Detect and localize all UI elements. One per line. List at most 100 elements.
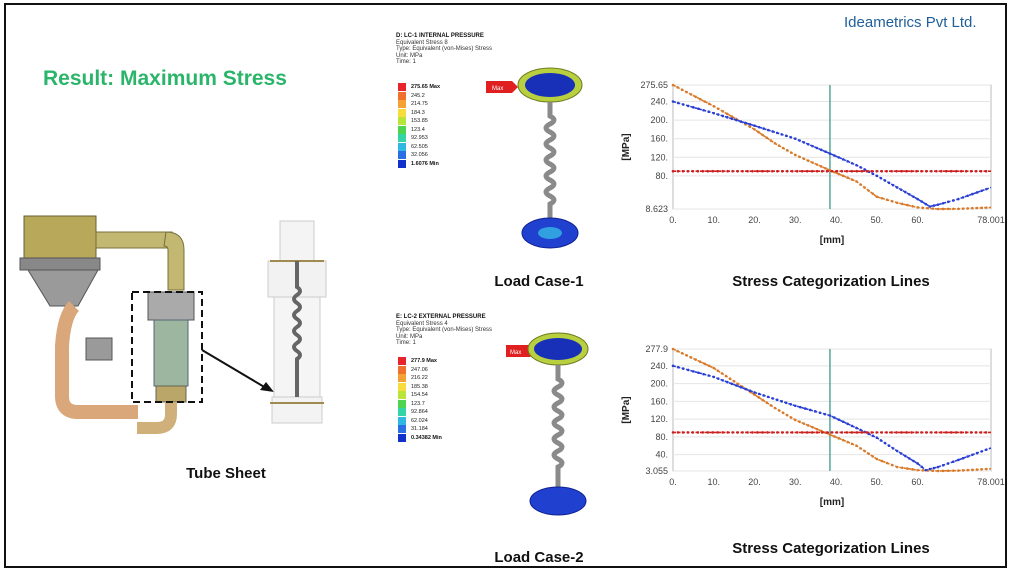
series-point xyxy=(911,204,914,208)
series-point xyxy=(781,411,785,415)
series-point xyxy=(911,468,914,471)
legend-label: 62.024 xyxy=(411,417,428,424)
series-point xyxy=(766,431,769,434)
lc2-max-tag: Max xyxy=(510,350,521,356)
series-point xyxy=(974,431,978,434)
series-point xyxy=(776,431,779,434)
series-point xyxy=(681,103,685,106)
series-point xyxy=(830,169,834,173)
series-point xyxy=(880,459,884,463)
series-point xyxy=(985,187,988,191)
series-point xyxy=(850,424,854,428)
callout-arrow-line xyxy=(201,349,267,389)
series-point xyxy=(716,377,720,380)
lc1-coil xyxy=(543,102,557,234)
series-point xyxy=(850,161,854,165)
legend-row: 92.953 xyxy=(398,134,428,142)
legend-row: 62.024 xyxy=(398,416,428,425)
series-point xyxy=(815,427,819,431)
legend-label: 92.953 xyxy=(411,135,428,141)
series-point xyxy=(712,375,716,379)
series-point xyxy=(906,467,909,470)
left-pipe xyxy=(55,301,138,419)
series-point xyxy=(921,469,925,472)
series-point xyxy=(959,431,963,434)
series-point xyxy=(920,465,923,469)
series-point xyxy=(780,400,784,403)
legend-swatch xyxy=(398,408,406,416)
series-point xyxy=(689,356,693,359)
series-point xyxy=(928,467,932,471)
vessel-flange xyxy=(19,257,101,271)
series-point xyxy=(824,167,827,170)
x-tick-label: 78.001 xyxy=(977,215,1005,225)
series-point xyxy=(686,104,690,108)
legend-row: 123.4 xyxy=(398,125,425,134)
y-tick-label: 40. xyxy=(655,450,668,460)
series-point xyxy=(949,431,953,434)
legend-row: 62.505 xyxy=(398,142,428,151)
legend-swatch xyxy=(398,142,406,151)
legend-label: 153.85 xyxy=(411,118,428,124)
lc1-top-sheet-face xyxy=(525,73,575,97)
series-point xyxy=(819,148,823,152)
series-point xyxy=(748,123,752,126)
series-point xyxy=(885,431,888,434)
legend-row: 32.056 xyxy=(398,151,428,159)
series-point xyxy=(707,364,711,368)
series-point xyxy=(966,455,969,458)
series-point xyxy=(789,402,793,406)
x-tick-label: 20. xyxy=(748,215,761,225)
series-point xyxy=(795,431,799,434)
exchanger-shell xyxy=(153,319,189,387)
series-point xyxy=(794,137,797,141)
series-point xyxy=(835,431,839,434)
legend-swatch xyxy=(398,365,406,374)
series-point xyxy=(805,169,809,173)
y-tick-label: 80. xyxy=(655,171,668,181)
lc2-coil xyxy=(551,365,565,501)
series-point xyxy=(730,382,734,386)
legend-swatch xyxy=(398,134,406,142)
series-point xyxy=(671,83,675,87)
x-tick-label: 40. xyxy=(830,215,843,225)
series-point xyxy=(671,364,675,368)
x-tick-label: 40. xyxy=(830,477,843,487)
series-point xyxy=(984,169,988,173)
series-point xyxy=(850,442,854,446)
series-point xyxy=(698,97,702,101)
series-point xyxy=(726,116,729,119)
series-point xyxy=(702,108,705,112)
tube-sheet-model xyxy=(267,220,327,424)
series-point xyxy=(975,191,979,194)
series-point xyxy=(697,107,700,111)
series-point xyxy=(980,468,983,471)
series-point xyxy=(974,169,978,173)
y-tick-label: 275.65 xyxy=(640,80,668,90)
series-point xyxy=(730,117,734,121)
legend-row: 1.6076 Min xyxy=(398,159,439,168)
series-point xyxy=(761,398,764,402)
series-point xyxy=(935,169,938,173)
series-point xyxy=(815,146,819,150)
series-point xyxy=(924,202,928,206)
series-point xyxy=(766,128,770,132)
left-valve xyxy=(85,337,113,361)
series-point xyxy=(789,416,793,419)
series-point xyxy=(811,161,814,164)
series-point xyxy=(841,174,845,178)
lc1-sub1: Equivalent Stress 8 xyxy=(396,39,448,46)
series-point xyxy=(860,169,864,173)
y-tick-label: 160. xyxy=(650,134,668,144)
series-point xyxy=(775,131,779,135)
series-point xyxy=(689,93,693,96)
series-point xyxy=(859,166,862,169)
series-point xyxy=(784,401,788,405)
series-point xyxy=(957,207,960,211)
series-point xyxy=(739,120,743,123)
x-tick-label: 0. xyxy=(669,215,677,225)
lc2-header-block: E: LC-2 EXTERNAL PRESSURE Equivalent Str… xyxy=(396,314,492,347)
series-point xyxy=(863,449,866,453)
series-point xyxy=(810,431,814,434)
